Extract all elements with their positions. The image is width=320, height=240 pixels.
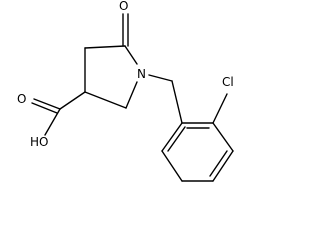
structure-canvas: O N Cl HO O [17, 0, 234, 182]
bond-ch2-ar [171, 80, 183, 124]
bond-ar5-ar6 [161, 150, 183, 182]
bond-cooh-o-double-b [31, 102, 58, 114]
bond-aromatic-inner-c [167, 126, 186, 152]
bond-c4-c5 [84, 45, 126, 49]
bond-cooh-oh [44, 108, 61, 136]
acid-oxygen-label: O [17, 92, 26, 106]
bond-ar2-ar3 [212, 122, 234, 152]
ring-nitrogen-label: N [137, 67, 146, 81]
bond-c3-cooh [59, 91, 86, 110]
chlorine-label: Cl [222, 75, 234, 89]
bond-ar2-cl [212, 93, 228, 124]
hydroxyl-label: HO [30, 135, 48, 149]
bond-cooh-o-double-a [33, 98, 61, 110]
ketone-oxygen-label: O [119, 0, 128, 13]
bond-aromatic-inner-b [209, 150, 228, 177]
bond-c2-c3 [84, 91, 127, 109]
bond-ar6-ar1 [161, 122, 183, 152]
bond-n1-ch2 [148, 74, 173, 82]
molecule-structure: O N Cl HO O [17, 0, 234, 182]
bond-c5-n1 [124, 45, 138, 65]
bond-n1-c2 [125, 81, 138, 109]
bond-ar3-ar4 [212, 150, 234, 182]
